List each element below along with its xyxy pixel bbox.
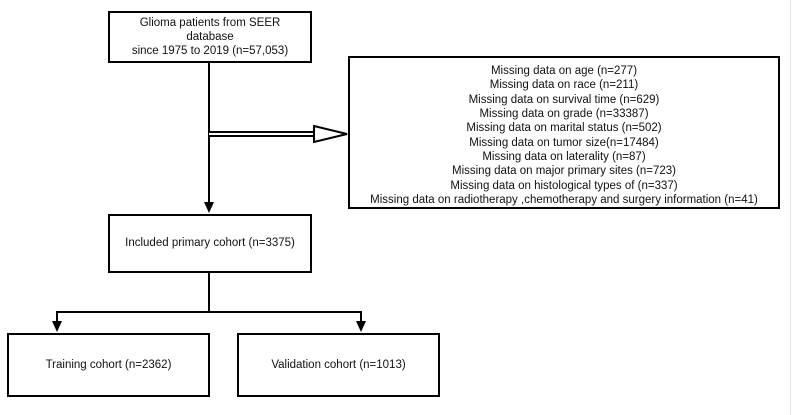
connector-included-to-training-arrowhead — [52, 321, 62, 332]
node-source-cohort-label: Glioma patients from SEER database since… — [131, 16, 289, 57]
connector-included-split-stem — [208, 273, 210, 313]
node-training-cohort-label: Training cohort (n=2362) — [45, 358, 172, 371]
right-edge-strip — [790, 0, 805, 415]
node-validation-cohort-label: Validation cohort (n=1013) — [271, 358, 406, 371]
node-validation-cohort: Validation cohort (n=1013) — [237, 333, 440, 397]
node-excluded-missing-data-label: Missing data on age (n=277) Missing data… — [370, 65, 758, 206]
node-training-cohort: Training cohort (n=2362) — [7, 333, 210, 397]
connector-source-to-excluded-arrowhead — [313, 124, 349, 149]
node-source-cohort: Glioma patients from SEER database since… — [108, 11, 312, 63]
connector-included-split-bar — [56, 311, 362, 313]
connector-source-to-included-arrowhead — [204, 202, 214, 213]
connector-included-to-validation-line — [360, 311, 362, 323]
node-included-primary-cohort: Included primary cohort (n=3375) — [108, 214, 312, 273]
node-excluded-missing-data: Missing data on age (n=277) Missing data… — [348, 56, 780, 209]
connector-included-to-validation-arrowhead — [356, 321, 366, 332]
connector-source-to-excluded-shaft — [209, 131, 316, 137]
connector-included-to-training-line — [56, 311, 58, 323]
node-included-primary-cohort-label: Included primary cohort (n=3375) — [125, 237, 295, 250]
